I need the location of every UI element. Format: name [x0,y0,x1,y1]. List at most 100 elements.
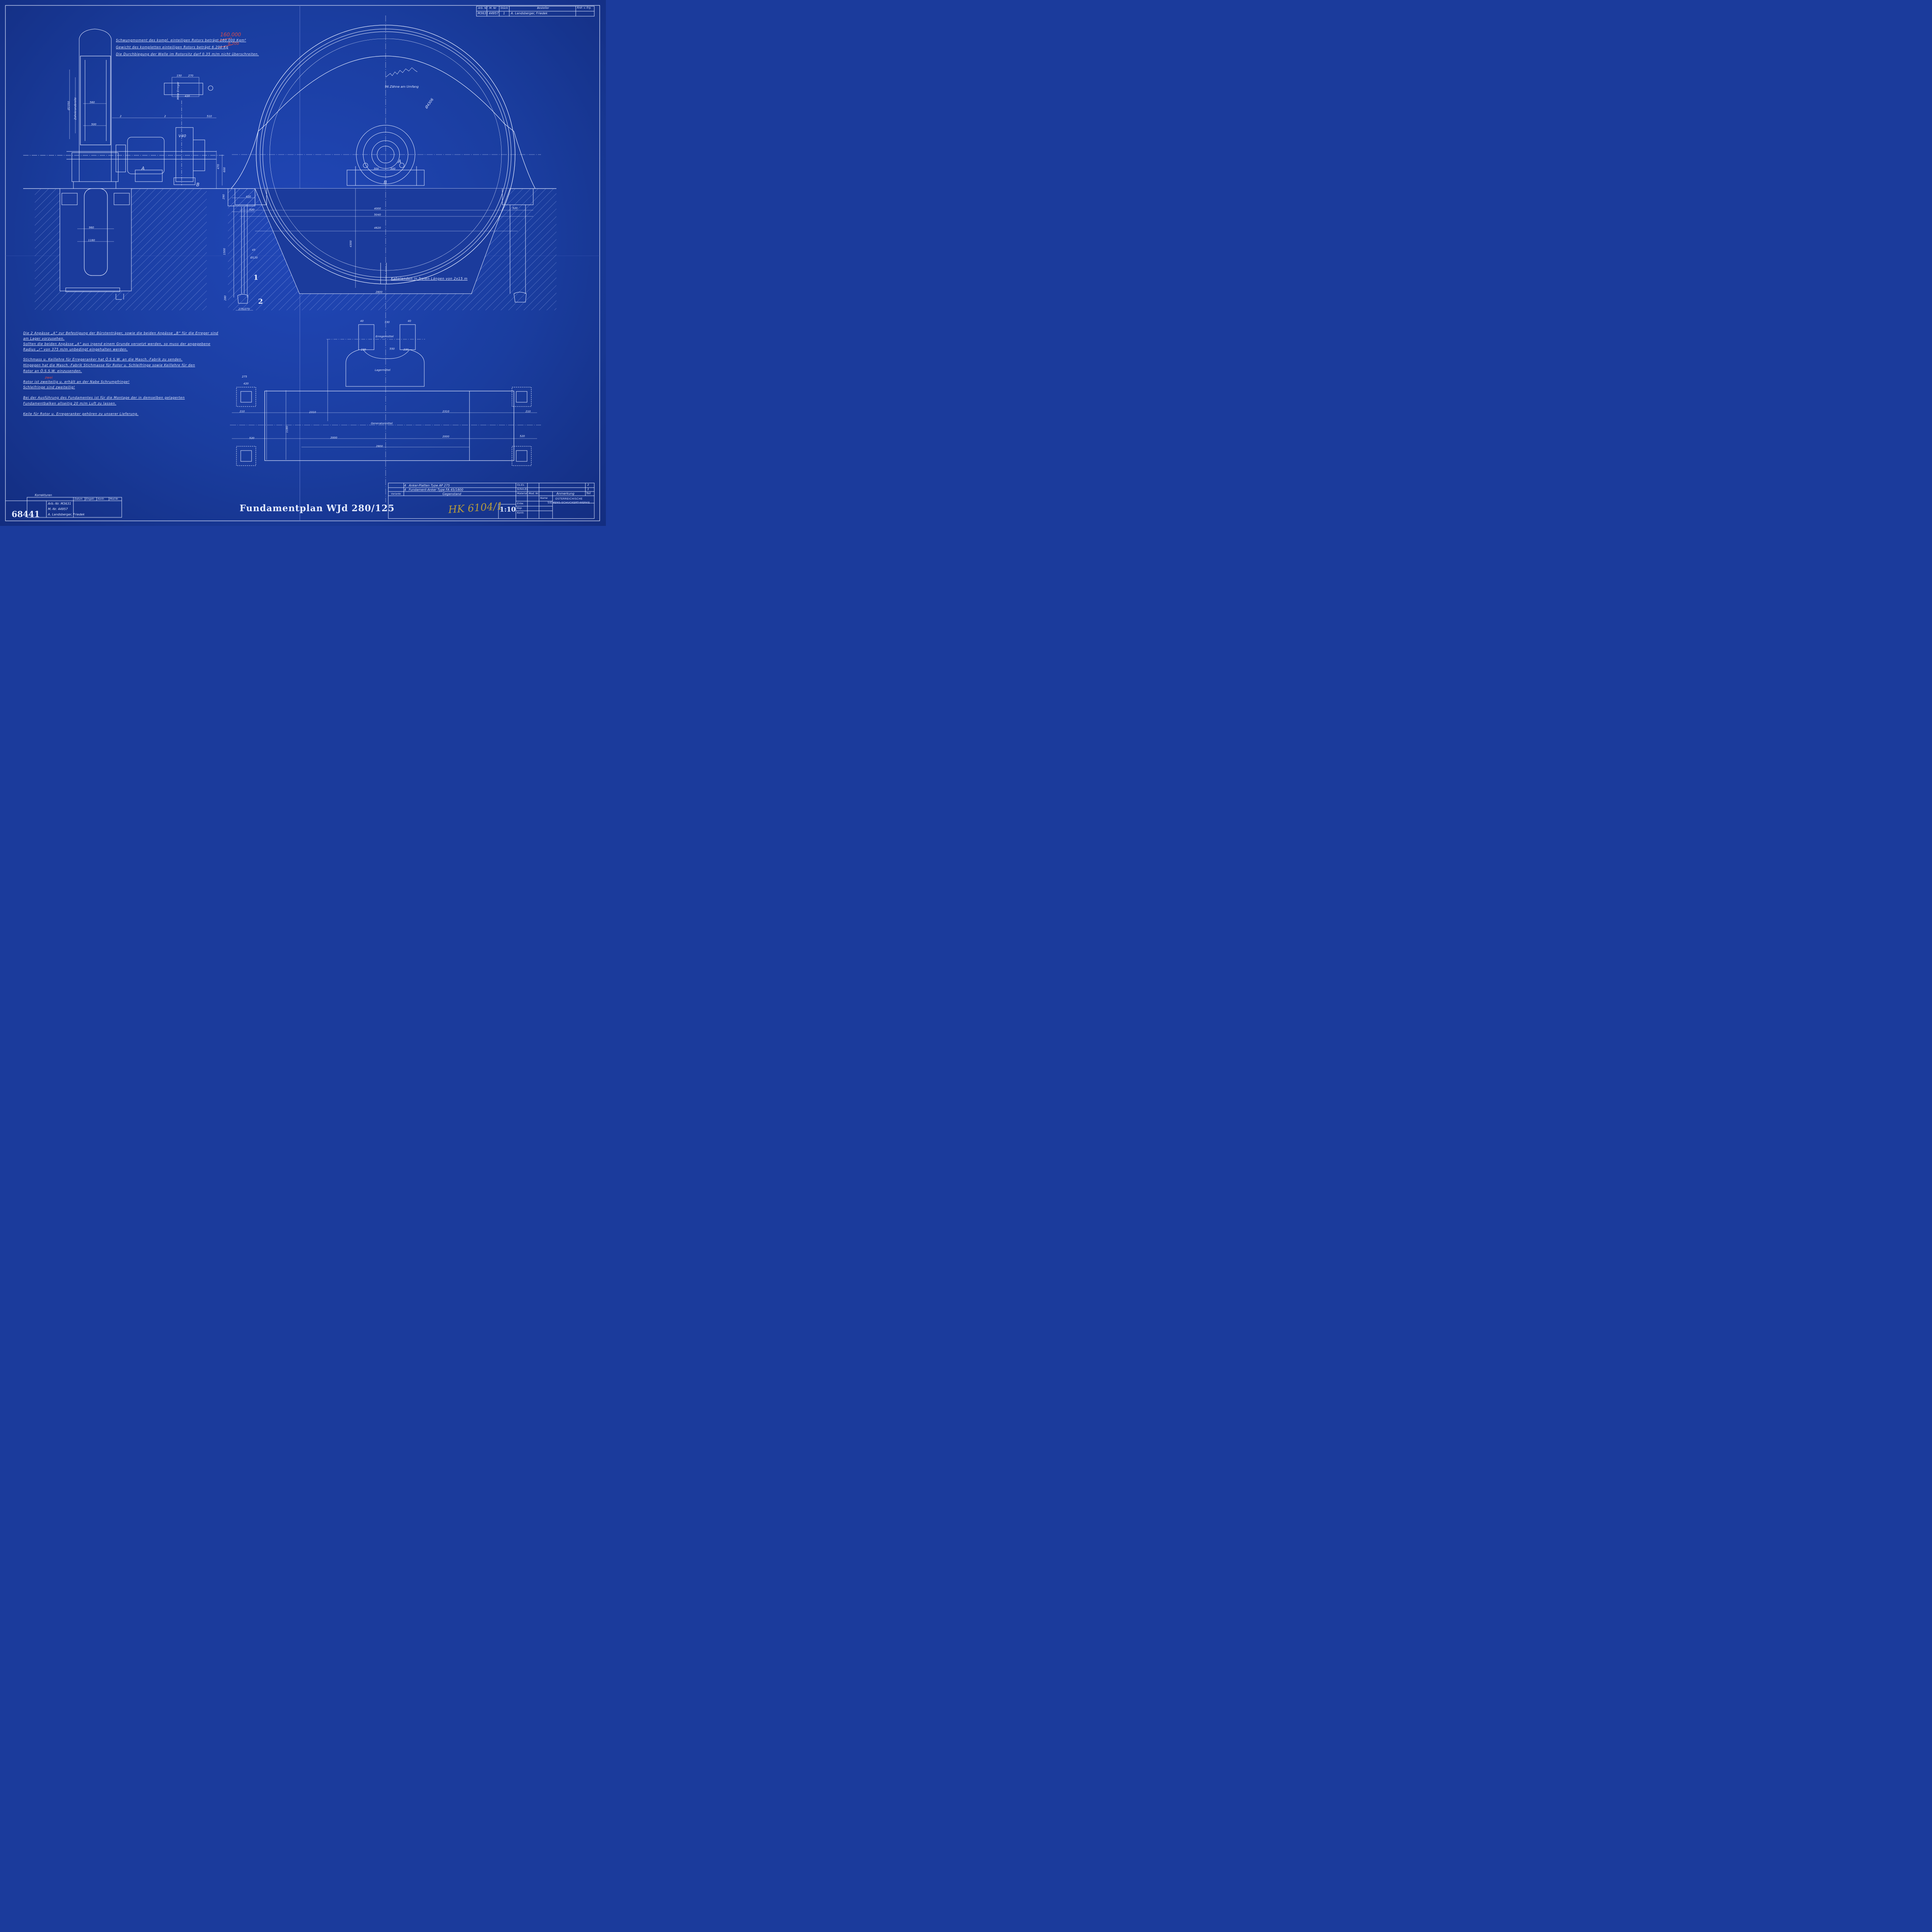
side-label-4: Entw. [517,502,524,505]
dim-front-300b: 300 [390,167,396,170]
exciter-housing [127,137,165,174]
front-dims [240,210,533,231]
drawing-title: Fundamentplan WJd 280/125 [240,503,395,514]
dim-bearing-40a: 40 [360,320,364,323]
red-corrections-marks [218,37,232,48]
dim-side-2b: 2 [164,115,166,118]
dim-horizontals [83,103,216,126]
dim-plan-420: 420 [243,382,249,385]
mod-label: Mod. Nr. [529,492,539,495]
general-note-8: Rotor ist zweiteilig u. erhält an der Na… [23,380,130,384]
bearing-lug-right [400,324,416,350]
foundation-plan [230,387,541,466]
flywheel-section [79,29,112,182]
parts-footer: Gegenstand [442,492,461,496]
right-anchor-plate [514,292,527,303]
order-arbnr: M3631 [478,12,488,15]
dim-plan-2310b: 2310 [442,410,449,413]
exciter-foot [135,170,163,182]
anchor-tl-inner [240,391,252,403]
front-view [228,15,556,502]
corrections-col-1: Datum [75,498,83,500]
remark-label: Anmerkung [556,492,575,495]
drawing-scale: 1:10 [500,506,516,514]
label-cable: Kabelenden in freien Längen von 2x15 m [391,277,468,281]
dim-plan-520a: 520 [249,437,255,440]
label-erregermittel: Erregermittel [376,335,394,338]
pit-floor [65,287,120,292]
order-header-changes: Ändr. u. Erg. [577,7,592,9]
pit-block-right [114,193,130,205]
drawing-number: 68441 [12,509,40,519]
general-note-7: Rotor an Ö.S.S.W. einzusenden. [23,369,82,373]
sheet-border [5,5,600,521]
dim-bearing-40b: 40 [408,320,411,323]
order-table-grid [476,6,594,16]
corrections-col-4: Mod.Nr. [110,498,119,500]
general-note-11: Fundamentbalken allseitig 20 m/m Luft zu… [23,402,116,406]
dim-side-150: 150 [177,74,182,77]
side-label-1: Gs.Es. [517,483,525,486]
anchor-plate-bl [236,446,256,466]
mark-a-side: A [141,166,145,171]
dim-bearing-230a: 230 [361,348,366,351]
dim-side-470: 470 [217,164,220,169]
corrections-label: Korrekturen [35,493,52,497]
general-note-6: Hingegen hat die Masch.-Fabrik Stichmass… [23,364,195,367]
anchor-plate-tl [236,387,256,407]
general-note-3: Sollten die beiden Anpässe „A“ aus irgen… [23,342,211,346]
dim-plan-2000a: 2000 [330,436,337,439]
rotor-note-2: Gewicht des kompletten einteiligen Rotor… [116,46,228,49]
shaft [66,151,216,160]
order-line-1: Arb.-Nr. M3631 [48,502,71,505]
plan-dim-vert [266,390,286,460]
side-label-3: Material [517,492,527,495]
dim-side-960: 960 [89,226,94,229]
red-correction-3: zwei [45,376,53,380]
title-block [5,6,595,519]
general-note-2: am Lager vorzusehen. [23,337,65,341]
dim-side-275: 275/275 [238,308,250,311]
dim-plan-2800: 2800 [376,445,383,448]
bearing-plate [345,349,425,387]
parts-rows [388,487,594,496]
coupling [116,145,126,172]
red-correction-2: 6.200 [228,42,239,46]
dim-front-300a: 300 [374,167,379,170]
dim-plan-520b: 520 [520,435,525,438]
dim-side-420b: 420 [246,195,251,198]
floor-anchor [116,294,124,300]
dim-side-270: 270 [188,74,194,77]
callout-1: 1 [253,274,259,282]
side-value-1: 2 [587,483,589,486]
rotor-note-1: Schwungmoment des kompl. einteiligen Rot… [116,39,246,43]
bearing-sides [355,166,417,185]
label-lagermittel: Lagermittel [375,369,391,372]
bearing-plan [327,324,425,421]
corrections-col-2: Eingetr. [86,498,95,500]
corrections-left [5,500,47,517]
dim-plan-210a: 210 [240,410,245,413]
casing-outline [231,56,536,189]
general-note-1: Die 2 Anpässe „A“ zur Befestigung der Bü… [23,332,218,335]
order-header-besteller: Besteller [537,7,549,10]
dim-side-120: Ø120 [250,256,258,259]
drawing-linework [5,5,600,521]
dim-front-2800: 2800 [376,291,383,294]
order-line-2: M.-Nr. 44957 [48,507,68,511]
wheel-pit-fill [255,189,510,294]
side-value-3: Teil [586,492,591,495]
label-generatormittel: Generatormittel [371,422,393,425]
slip-rings [193,139,205,171]
dim-plan-2310a: 2310 [309,411,316,414]
general-note-12: Keile für Rotor u. Erregeranker gehören … [23,412,139,416]
mark-b-front: B [384,180,387,185]
dim-side-600: 600 [223,167,226,172]
side-label-2: Schm.Es. [517,488,529,491]
dim-front-4300: 4300 [349,240,352,247]
general-note-4: Radius „r“ von 375 m/m unbedingt eingeha… [23,348,128,352]
dim-bearing-550: 550 [389,347,395,350]
order-header-mnr: M. Nr [489,7,497,10]
teeth-detail [385,67,418,78]
casing-foot-left [235,189,267,205]
